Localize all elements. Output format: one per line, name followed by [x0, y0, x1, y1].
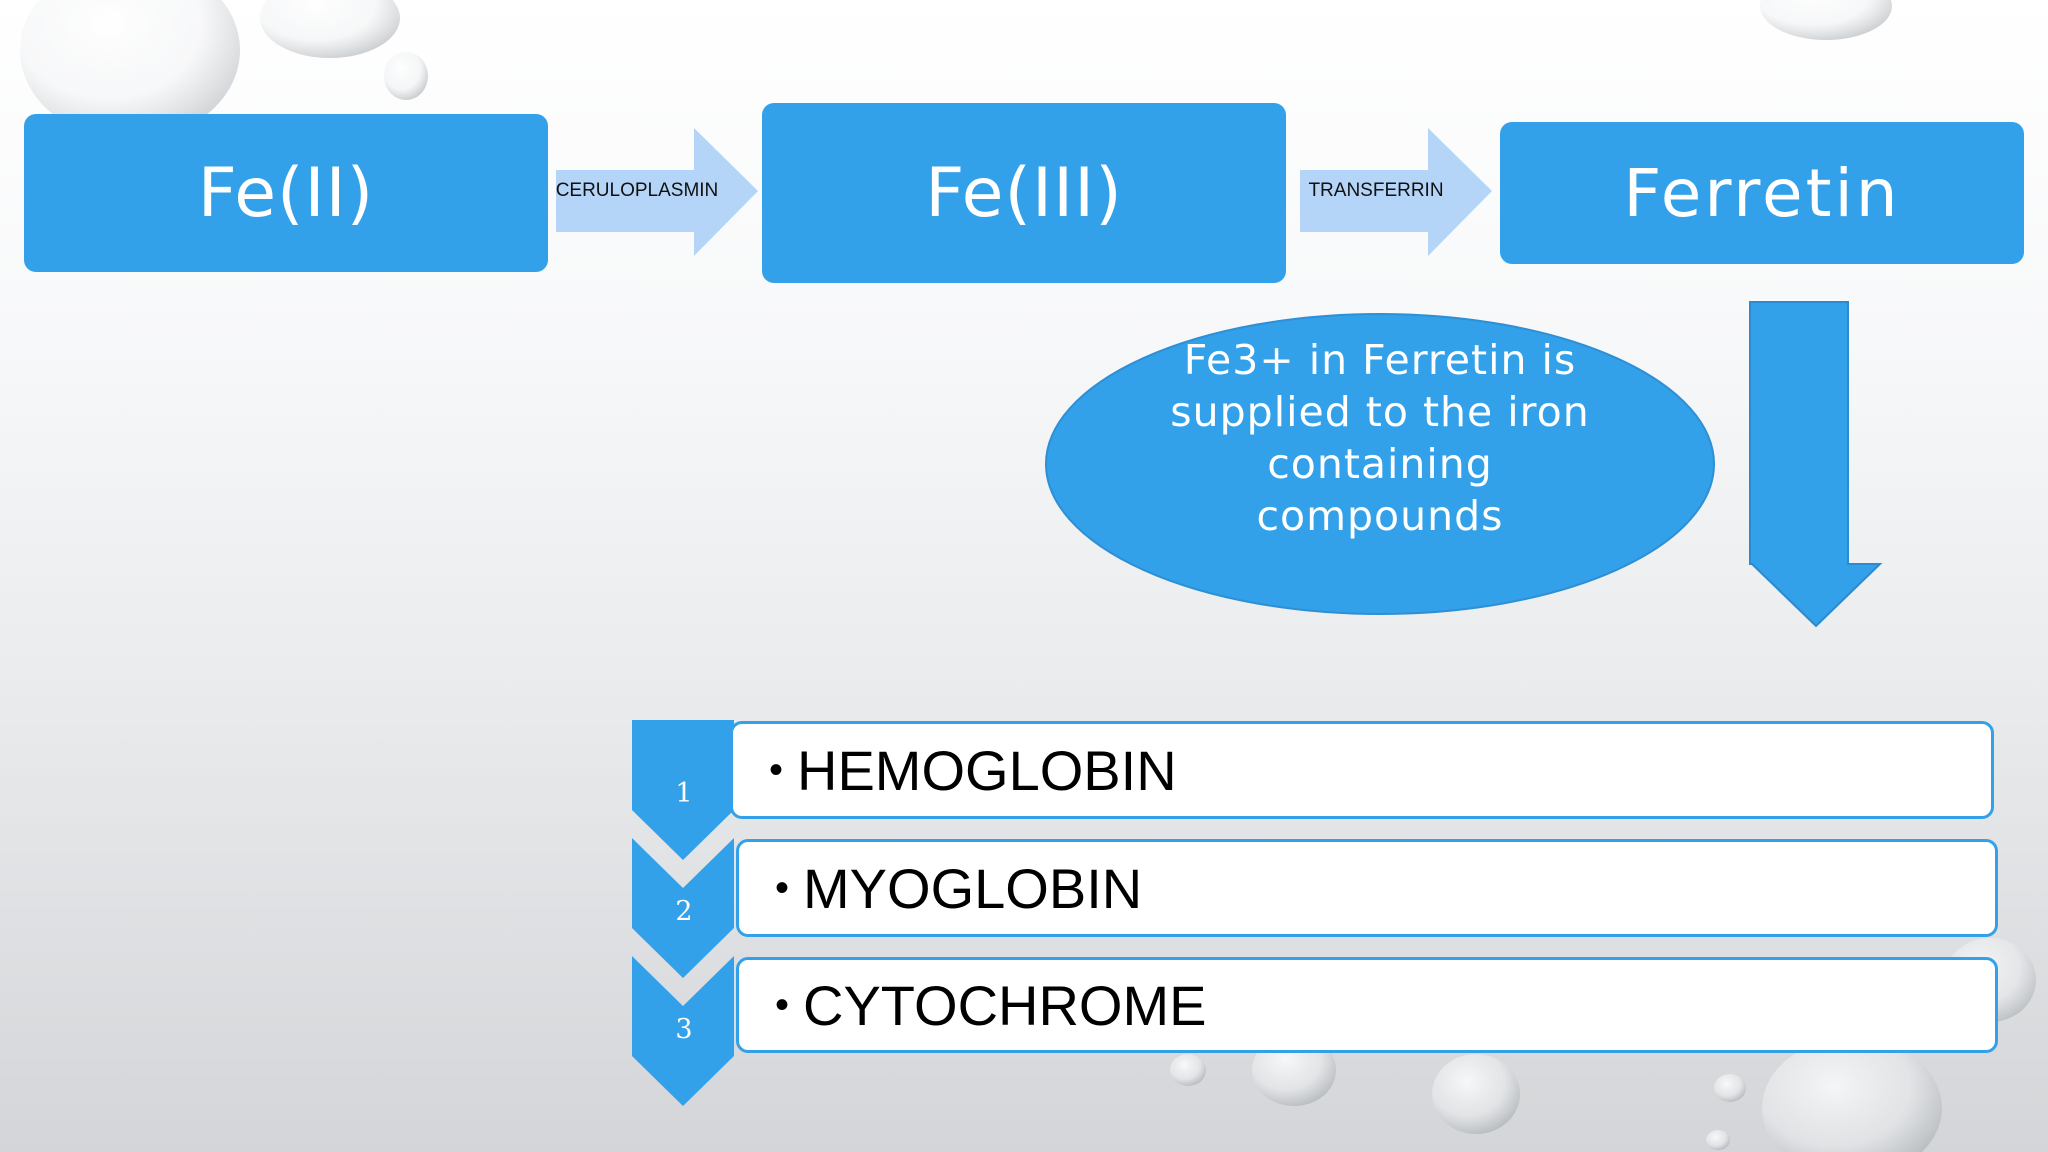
ellipse-line: containing — [1267, 440, 1493, 488]
chevron-1 — [632, 720, 734, 860]
compound-label: CYTOCHROME — [803, 973, 1207, 1037]
compound-label: HEMOGLOBIN — [797, 738, 1177, 802]
water-drop — [1760, 0, 1892, 40]
water-drop — [1432, 1054, 1520, 1134]
ellipse-shape — [1045, 313, 1715, 615]
ellipse-line: compounds — [1256, 492, 1504, 540]
ferretin-box: Ferretin — [1500, 122, 2024, 264]
fe3-box: Fe(III) — [762, 103, 1286, 283]
compound-item-cytochrome: • CYTOCHROME — [736, 957, 1998, 1053]
water-drop — [20, 0, 240, 140]
step-number: 1 — [675, 778, 693, 809]
transferrin-arrow — [1300, 128, 1492, 256]
fe2-label: Fe(II) — [197, 153, 375, 233]
compound-item-myoglobin: • MYOGLOBIN — [736, 839, 1998, 937]
water-drop — [1706, 1130, 1730, 1150]
step-number: 2 — [675, 896, 693, 927]
water-drop — [1714, 1074, 1746, 1102]
water-drop — [1170, 1054, 1206, 1086]
water-drop — [384, 52, 428, 100]
ferretin-label: Ferretin — [1623, 154, 1901, 232]
ceruloplasmin-arrow — [556, 128, 758, 256]
step-number: 3 — [675, 1014, 693, 1045]
water-drop — [260, 0, 400, 58]
water-drop — [1762, 1038, 1942, 1152]
chevron-3 — [632, 956, 734, 1106]
bullet: • — [769, 747, 784, 792]
compound-label: MYOGLOBIN — [803, 856, 1143, 920]
ellipse-line: Fe3+ in Ferretin is — [1183, 336, 1577, 384]
transferrin-label: TRANSFERRIN — [1308, 180, 1444, 201]
bullet: • — [775, 982, 790, 1027]
compound-item-hemoglobin: • HEMOGLOBIN — [730, 721, 1994, 819]
ellipse-text: Fe3+ in Ferretin is supplied to the iron… — [1130, 334, 1630, 542]
fe2-box: Fe(II) — [24, 114, 548, 272]
chevron-2 — [632, 838, 734, 978]
ceruloplasmin-label: CERULOPLASMIN — [555, 180, 719, 201]
fe3-label: Fe(III) — [925, 153, 1123, 233]
down-arrow — [1749, 301, 1883, 628]
ellipse-line: supplied to the iron — [1170, 388, 1590, 436]
bullet: • — [775, 865, 790, 910]
